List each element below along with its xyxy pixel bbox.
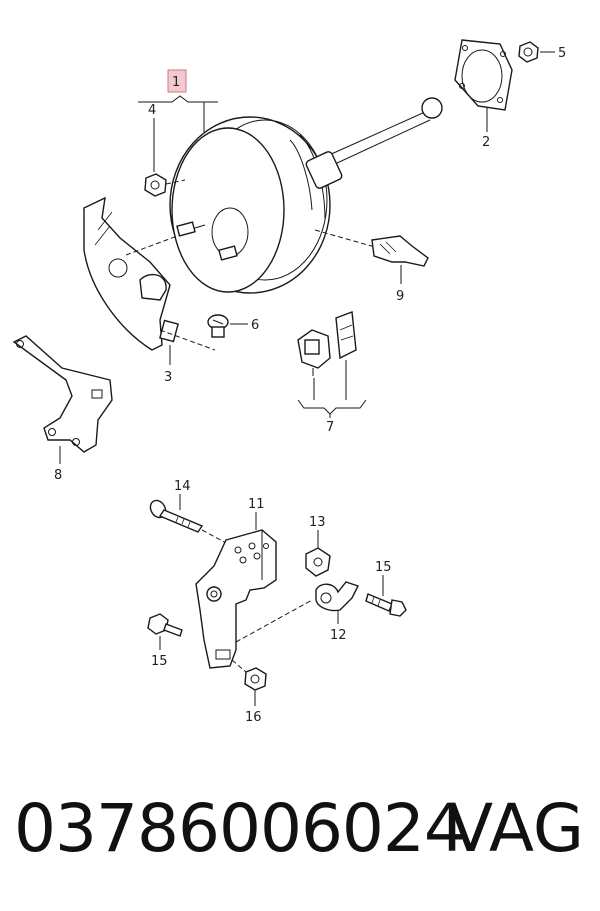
callout-bracket-1: [138, 95, 218, 103]
callout-label-8: 8: [54, 468, 62, 483]
heat-shield-part: [83, 196, 179, 351]
long-bolt-part: [149, 499, 204, 533]
nut-part-4: [144, 173, 167, 197]
callout-label-2: 2: [482, 135, 490, 150]
callout-highlight-1: [167, 69, 187, 93]
callout-label-4: 4: [148, 103, 156, 118]
callout-label-9: 9: [396, 289, 404, 304]
bolt-part-15-left: [147, 613, 183, 637]
bolt-part-15-right: [365, 593, 407, 617]
callout-bracket-7: [297, 399, 367, 415]
footer: 03786006024 VAG: [0, 790, 600, 900]
nut-part-5: [518, 41, 539, 63]
gasket-part: [454, 39, 513, 111]
callout-label-11: 11: [248, 497, 265, 512]
rubber-mount-part: [315, 581, 359, 612]
callout-label-5: 5: [558, 46, 566, 61]
brand-label: VAG: [447, 790, 584, 867]
sensor-seal-part: [335, 311, 357, 360]
callout-label-15-left: 15: [151, 654, 168, 669]
mounting-bracket-part: [12, 335, 113, 453]
callout-label-1: 1: [172, 75, 180, 90]
callout-label-13: 13: [309, 515, 326, 530]
callout-label-7: 7: [326, 420, 334, 435]
callout-label-14: 14: [174, 479, 191, 494]
callout-label-6: 6: [251, 318, 259, 333]
callout-label-15-right: 15: [375, 560, 392, 575]
callout-label-12: 12: [330, 628, 347, 643]
nut-part-16: [244, 667, 267, 691]
pressure-sensor-part: [297, 329, 331, 376]
exploded-parts-diagram: 1 2 5 4 3 6: [12, 39, 566, 725]
callout-label-16: 16: [245, 710, 262, 725]
vacuum-clip-part: [371, 235, 429, 267]
mounting-block-part: [195, 529, 277, 669]
bolt-part-6: [207, 314, 229, 338]
part-number: 03786006024: [14, 790, 466, 867]
washer-part-13: [305, 547, 331, 577]
brake-booster-part: [169, 97, 443, 294]
callout-label-3: 3: [164, 370, 172, 385]
